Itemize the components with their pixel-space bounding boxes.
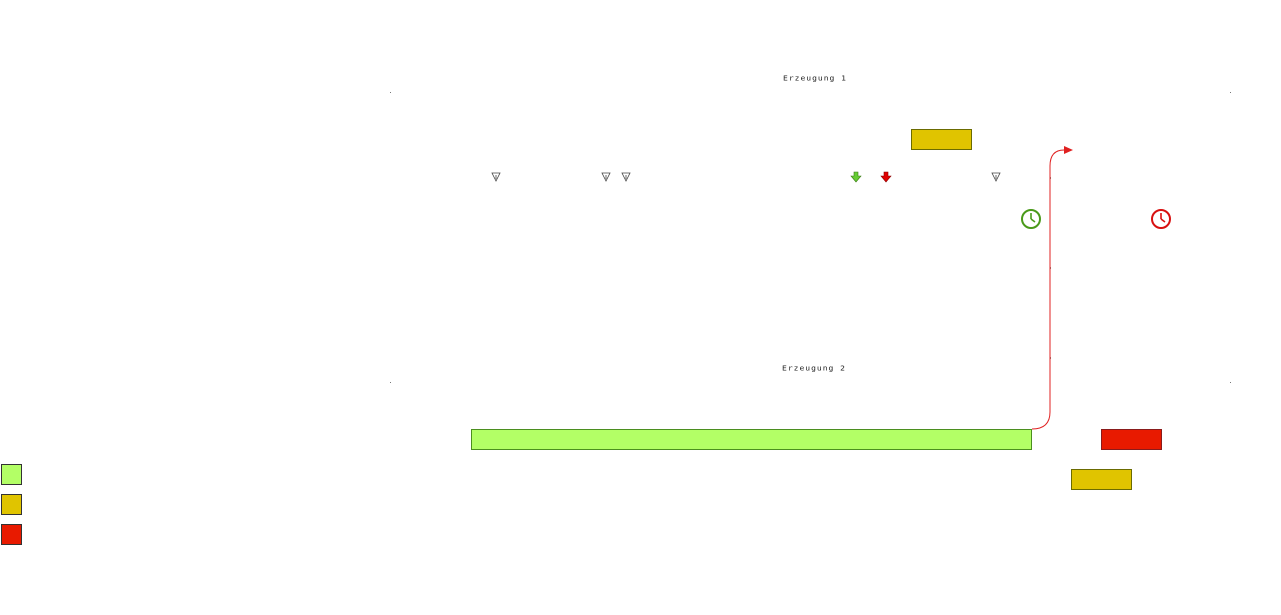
outline-down-marker-icon[interactable] xyxy=(600,168,612,182)
outline-down-marker-icon[interactable] xyxy=(990,168,1002,182)
task-bar-green-lane2[interactable] xyxy=(471,429,1032,450)
lane-boundary-left-1 xyxy=(390,92,391,93)
outline-down-marker-icon[interactable] xyxy=(490,168,502,182)
red-down-arrow-icon[interactable] xyxy=(880,168,892,183)
legend-swatch-yellow xyxy=(1,494,22,515)
task-bar-yellow-lane2[interactable] xyxy=(1071,469,1132,490)
outline-down-marker-icon[interactable] xyxy=(620,168,632,182)
clock-icon[interactable] xyxy=(1020,208,1042,230)
clock-icon[interactable] xyxy=(1150,208,1172,230)
green-down-arrow-icon[interactable] xyxy=(850,168,862,183)
legend-swatch-red xyxy=(1,524,22,545)
lane-label-2: Erzeugung 2 xyxy=(782,364,846,373)
task-bar-yellow-lane1[interactable] xyxy=(911,129,972,150)
task-bar-red-lane2[interactable] xyxy=(1101,429,1162,450)
lane-boundary-right-1 xyxy=(1230,92,1231,93)
lane-boundary-right-2 xyxy=(1230,382,1231,383)
legend-swatch-green xyxy=(1,464,22,485)
lane-label-1: Erzeugung 1 xyxy=(783,74,847,83)
lane-boundary-left-2 xyxy=(390,382,391,383)
